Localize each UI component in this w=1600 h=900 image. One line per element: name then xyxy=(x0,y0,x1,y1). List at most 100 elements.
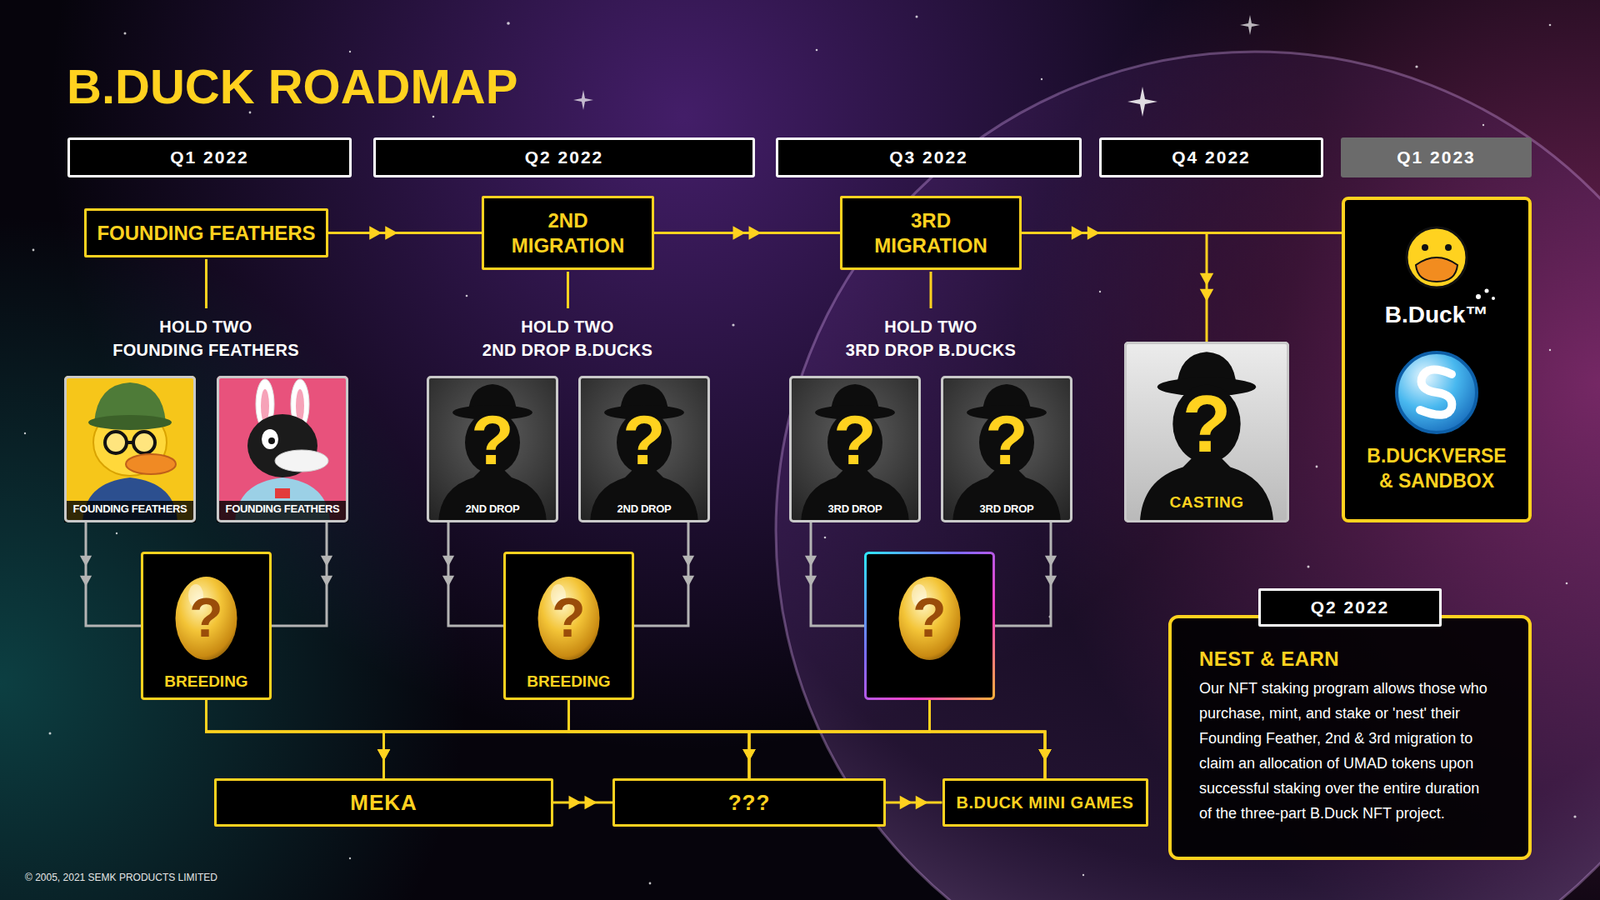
text-line: & SANDBOX xyxy=(1366,468,1506,494)
arrowhead xyxy=(569,795,582,810)
mystery-mark: ? xyxy=(1182,384,1232,465)
card-label: 2ND DROP xyxy=(617,502,672,515)
star xyxy=(1415,65,1418,68)
card-ground xyxy=(940,375,1073,523)
arrowhead xyxy=(377,749,390,761)
card-label: FOUNDING FEATHERS xyxy=(225,502,340,515)
arrowhead xyxy=(80,555,92,567)
arrowhead xyxy=(585,795,598,810)
duck-pupil xyxy=(268,437,275,445)
card-ground xyxy=(426,375,559,523)
connector-line xyxy=(885,801,943,805)
brand-logo-text: B.Duck™ xyxy=(1385,301,1489,329)
panel-ground xyxy=(1341,196,1532,523)
card-ground xyxy=(216,375,349,523)
milestone-name: 2ND MIGRATION xyxy=(511,208,625,259)
connector xyxy=(206,700,756,779)
mystery-mark: ? xyxy=(551,590,585,645)
arrowhead xyxy=(1038,749,1051,761)
star xyxy=(506,21,510,25)
star xyxy=(349,857,351,860)
planet xyxy=(775,51,1600,900)
nft-card: FOUNDING FEATHERS xyxy=(216,375,349,523)
connector-line xyxy=(553,801,613,805)
connector-line xyxy=(995,522,1051,626)
star xyxy=(124,32,127,35)
egg-ground xyxy=(140,551,272,700)
title-holder: B.DUCK ROADMAP xyxy=(66,62,518,111)
star xyxy=(49,732,52,735)
silhouette xyxy=(590,384,699,523)
arrowhead xyxy=(682,575,695,587)
leader-line xyxy=(930,271,933,309)
nft-card: ? 3RD DROP xyxy=(940,375,1073,523)
logo-eye xyxy=(1445,244,1452,251)
quarter-header: Q1 2023 xyxy=(1340,137,1532,178)
connector xyxy=(377,700,570,779)
text-line: 3RD DROP B.DUCKS xyxy=(845,338,1016,362)
nft-card: ?3RD DROP xyxy=(789,375,921,523)
breeding-egg: ? xyxy=(864,551,995,700)
text-line: Our NFT staking program allows those who xyxy=(1199,675,1488,701)
mystery-mark: ? xyxy=(985,405,1028,475)
star xyxy=(465,295,469,298)
star xyxy=(1040,78,1043,80)
sparkle xyxy=(573,90,594,110)
mystery-mark: ? xyxy=(833,405,876,475)
quarter-label: Q3 2022 xyxy=(889,147,969,168)
diagram-title: B.DUCK ROADMAP xyxy=(66,62,518,111)
text-line: B.DUCKVERSE xyxy=(1366,443,1506,469)
star xyxy=(249,111,252,115)
card-label: 3RD DROP xyxy=(980,502,1035,515)
text-line: HOLD TWO xyxy=(112,315,300,339)
text-line: MIGRATION xyxy=(874,233,988,259)
text-line: purchase, mint, and stake or 'nest' thei… xyxy=(1199,700,1488,726)
arrowhead xyxy=(1200,273,1215,286)
quarter-label: Q1 2023 xyxy=(1396,147,1476,168)
logo-beak xyxy=(1415,257,1458,282)
mystery-mark: ? xyxy=(912,590,946,645)
label-holder: HOLD TWO FOUNDING FEATHERS xyxy=(112,315,300,362)
text-line: claim an allocation of UMAD tokens upon xyxy=(1199,750,1488,776)
duck-beak xyxy=(125,454,176,475)
label-holder: HOLD TWO 2ND DROP B.DUCKS xyxy=(482,315,653,362)
hat-brim xyxy=(88,415,172,430)
star xyxy=(1315,465,1319,469)
glasses-bridge xyxy=(126,440,134,445)
connector xyxy=(930,700,1052,779)
stars xyxy=(24,15,1577,885)
game-box: ??? xyxy=(612,778,886,827)
connector-line xyxy=(810,522,865,626)
card-label: 2ND DROP xyxy=(465,502,520,515)
sparkle xyxy=(1240,15,1260,35)
star xyxy=(1082,874,1085,876)
leader-line xyxy=(205,259,208,309)
glasses xyxy=(133,431,155,454)
mystery-mark: ? xyxy=(189,590,223,645)
arrowhead xyxy=(805,575,817,587)
milestone-name: FOUNDING FEATHERS xyxy=(96,220,315,246)
card-ground xyxy=(64,375,196,523)
star xyxy=(349,50,351,53)
arrowhead xyxy=(1038,749,1051,761)
quarter-header: Q1 2022 xyxy=(67,137,352,178)
quarter-label: Q4 2022 xyxy=(1171,147,1251,168)
quarter-label: Q2 2022 xyxy=(525,147,605,168)
launch-panel: B.Duck™ B.DUCKVERSE & SANDBOX xyxy=(1341,196,1532,523)
arrowhead xyxy=(1045,575,1057,587)
silhouette xyxy=(1140,351,1274,523)
text-line: HOLD TWO xyxy=(482,315,653,339)
star xyxy=(432,115,435,119)
quarter-label: Q1 2022 xyxy=(170,147,250,168)
breeding-egg: ?BREEDING xyxy=(503,551,635,700)
text-line: HOLD TWO xyxy=(845,315,1016,339)
shirt-patch xyxy=(275,488,290,499)
golden-egg xyxy=(538,576,600,660)
connector xyxy=(206,700,391,779)
logo-bubble xyxy=(1491,296,1495,300)
egg-ground xyxy=(865,553,995,700)
arrowhead xyxy=(320,555,333,567)
star xyxy=(1573,815,1576,818)
connector-line xyxy=(1021,233,1207,343)
connector-line xyxy=(569,700,750,779)
